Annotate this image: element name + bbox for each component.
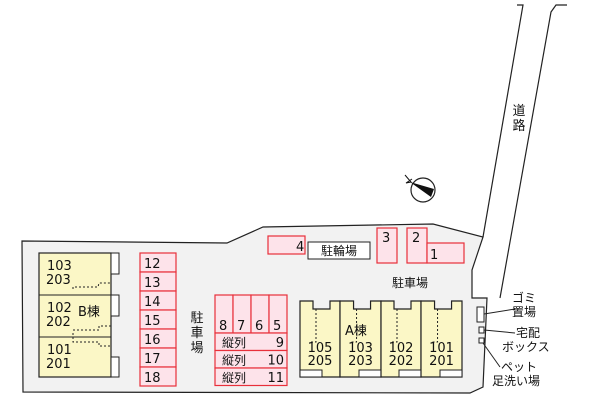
parking-number: 3 [382, 231, 390, 246]
bicycle-parking [307, 241, 371, 260]
delivery-box-label-2: ボックス [502, 340, 550, 354]
entrance [398, 369, 422, 378]
parking-row-label: 縦列 [222, 336, 246, 350]
building-b: B棟 [38, 252, 120, 378]
dashed-line [350, 309, 358, 343]
entrance [299, 369, 323, 378]
entrance [439, 369, 463, 378]
parking-label-vertical-2: 車 [190, 326, 203, 341]
unit-number: 203 [46, 273, 71, 288]
unit-number: 201 [429, 354, 454, 369]
parking-space-1 [426, 242, 465, 264]
parking-number: 4 [296, 240, 304, 255]
bicycle-parking-label: 駐輪場 [321, 243, 357, 258]
dashed-line [431, 309, 439, 343]
parking-number: 17 [144, 352, 161, 367]
parking-number: 13 [144, 276, 161, 291]
unit-number: 103 [348, 341, 373, 356]
unit-number: 103 [47, 259, 72, 274]
unit-number: 203 [348, 354, 373, 369]
unit-number: 202 [389, 354, 414, 369]
unit-number: 105 [308, 341, 333, 356]
dashed-line [391, 309, 398, 343]
parking-number: 15 [144, 314, 161, 329]
delivery-box [478, 326, 485, 334]
building-b-label: B棟 [78, 305, 100, 320]
parking-number: 12 [144, 257, 161, 272]
parking-space-11 [214, 367, 288, 387]
parking-number: 11 [267, 371, 284, 386]
parking-number: 16 [144, 333, 161, 348]
parking-number: 2 [412, 231, 420, 246]
unit-number: 101 [429, 341, 454, 356]
entrance [358, 369, 382, 378]
parking-number: 7 [237, 319, 245, 334]
parking-number: 9 [276, 336, 284, 351]
unit-number: 201 [46, 357, 71, 372]
parking-row-label: 縦列 [222, 371, 246, 385]
parking-label: 駐車場 [392, 275, 428, 290]
parking-number: 5 [273, 319, 281, 334]
unit-number: 102 [47, 301, 72, 316]
unit-number: 102 [389, 341, 414, 356]
garbage-area [476, 306, 485, 323]
parking-label-vertical: 駐 [190, 311, 203, 326]
parking-number: 10 [267, 354, 284, 369]
road-label-1: 道 [512, 104, 525, 119]
parking-number: 14 [144, 295, 161, 310]
unit-number: 101 [47, 343, 72, 358]
garbage-label-2: 置場 [512, 305, 536, 319]
garbage-label: ゴミ [512, 290, 536, 305]
north-compass-icon [404, 174, 436, 203]
facilities [476, 306, 516, 368]
parking-number: 1 [430, 248, 438, 263]
parking-row-label: 縦列 [222, 354, 246, 368]
pet-wash-label-2: 足洗い場 [492, 374, 540, 388]
road-label-2: 路 [512, 118, 525, 134]
delivery-box-label: 宅配 [516, 325, 540, 340]
unit-block [420, 300, 463, 378]
building-a-label: A棟 [345, 324, 367, 339]
unit-number: 202 [46, 315, 71, 330]
parking-number: 6 [255, 319, 263, 334]
parking-label-vertical-3: 場 [190, 341, 203, 356]
unit-block [380, 300, 422, 378]
unit-block [339, 300, 382, 378]
pet-wash-area [478, 337, 485, 344]
parking-space-4 [267, 235, 306, 255]
parking-space-3 [376, 227, 398, 264]
dashed-line [310, 309, 317, 343]
pet-wash-label: ペット [501, 360, 537, 374]
road [482, 4, 567, 299]
parking-column-left: 12 13 14 15 16 17 18 [139, 252, 177, 387]
parking-number: 18 [144, 371, 161, 386]
parking-number: 8 [219, 319, 227, 334]
parking-space-18 [139, 366, 177, 387]
unit-number: 205 [308, 354, 333, 369]
